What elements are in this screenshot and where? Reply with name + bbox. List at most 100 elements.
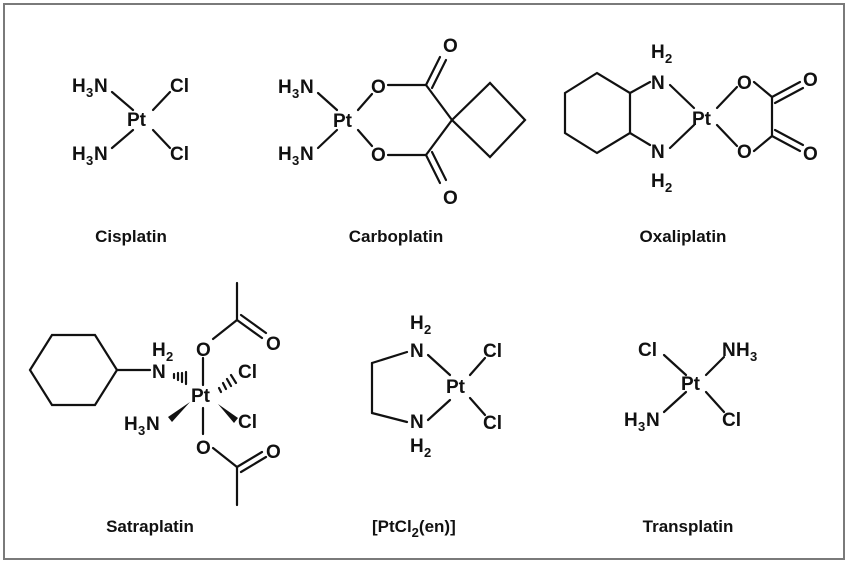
caption-ptcl2en-sub: 2 bbox=[412, 525, 419, 540]
atom-o: O bbox=[266, 442, 281, 463]
caption-ptcl2en-close: (en)] bbox=[419, 517, 456, 536]
bond bbox=[211, 446, 239, 469]
atom-sub: 3 bbox=[750, 349, 757, 364]
atom-sub: 2 bbox=[424, 322, 431, 337]
atom-sub: 3 bbox=[86, 153, 93, 168]
atom-h: H bbox=[278, 77, 292, 98]
atom-n: N bbox=[94, 76, 108, 97]
bond bbox=[752, 134, 774, 153]
bond bbox=[770, 80, 802, 99]
bond bbox=[773, 128, 805, 147]
bond bbox=[430, 150, 448, 182]
bond bbox=[704, 355, 726, 377]
atom-cl: Cl bbox=[238, 362, 257, 383]
cyclohexane-ring bbox=[563, 71, 632, 155]
atom-o: O bbox=[803, 144, 818, 165]
hash-bond bbox=[225, 377, 233, 388]
atom-n: N bbox=[94, 144, 108, 165]
atom-sub: 3 bbox=[86, 85, 93, 100]
atom-o: O bbox=[196, 340, 211, 361]
bond bbox=[239, 313, 268, 335]
bond bbox=[110, 90, 135, 112]
bond bbox=[370, 350, 409, 365]
atom-n: N bbox=[146, 414, 160, 435]
bond bbox=[356, 92, 374, 112]
atom-h: H bbox=[651, 42, 665, 63]
atom-n: N bbox=[300, 77, 314, 98]
atom-o: O bbox=[371, 145, 386, 166]
bond bbox=[468, 396, 487, 417]
wedge-bond bbox=[168, 402, 190, 422]
atom-pt: Pt bbox=[191, 386, 211, 407]
bond bbox=[316, 91, 339, 112]
bond bbox=[110, 128, 135, 150]
bond bbox=[770, 134, 802, 153]
bond bbox=[424, 153, 442, 185]
ptcl2en-structure: H 2 N N H 2 Pt Cl Cl bbox=[370, 313, 502, 460]
bond bbox=[356, 128, 374, 148]
bond bbox=[426, 353, 452, 377]
atom-h: H bbox=[736, 340, 750, 361]
atom-cl: Cl bbox=[170, 144, 189, 165]
cyclohexane-ring bbox=[28, 333, 119, 407]
atom-o: O bbox=[196, 438, 211, 459]
atom-h: H bbox=[410, 313, 424, 334]
atom-h: H bbox=[72, 76, 86, 97]
atom-n: N bbox=[410, 341, 424, 362]
atom-o: O bbox=[737, 142, 752, 163]
bond bbox=[628, 80, 652, 95]
atom-sub: 2 bbox=[665, 51, 672, 66]
bond bbox=[715, 123, 739, 148]
bond bbox=[668, 83, 696, 110]
hash-bond bbox=[229, 373, 238, 385]
hash-bond bbox=[221, 381, 228, 391]
bond bbox=[715, 85, 739, 110]
atom-cl: Cl bbox=[238, 412, 257, 433]
atom-sub: 2 bbox=[166, 349, 173, 364]
bond bbox=[424, 83, 454, 122]
bond bbox=[424, 118, 454, 157]
bond bbox=[704, 390, 726, 414]
bond bbox=[773, 86, 805, 105]
atom-o: O bbox=[443, 188, 458, 209]
atom-cl: Cl bbox=[483, 413, 502, 434]
atom-n: N bbox=[651, 73, 665, 94]
atom-cl: Cl bbox=[170, 76, 189, 97]
atom-h: H bbox=[651, 171, 665, 192]
satraplatin-structure: N H 2 Pt O O Cl Cl H 3 N O bbox=[28, 281, 281, 507]
atom-cl: Cl bbox=[722, 410, 741, 431]
atom-pt: Pt bbox=[127, 110, 147, 131]
atom-o: O bbox=[371, 77, 386, 98]
bond bbox=[211, 318, 239, 341]
atom-sub: 2 bbox=[665, 180, 672, 195]
caption-ptcl2en: [PtCl2(en)] bbox=[372, 517, 456, 540]
atom-sub: 2 bbox=[424, 445, 431, 460]
atom-o: O bbox=[443, 36, 458, 57]
atom-h: H bbox=[278, 144, 292, 165]
atom-sub: 3 bbox=[638, 419, 645, 434]
bond bbox=[468, 356, 487, 377]
hash-bond bbox=[217, 386, 223, 394]
atom-sub: 3 bbox=[292, 153, 299, 168]
bond bbox=[424, 55, 442, 87]
figure-frame bbox=[3, 3, 845, 560]
carboplatin-structure: H 3 N H 3 N Pt O O O O bbox=[278, 36, 527, 209]
oxaliplatin-structure: N H 2 N H 2 Pt O O O O bbox=[563, 42, 818, 195]
atom-o: O bbox=[266, 334, 281, 355]
atom-cl: Cl bbox=[638, 340, 657, 361]
atom-pt: Pt bbox=[333, 111, 353, 132]
caption-ptcl2en-open: [PtCl bbox=[372, 517, 412, 536]
bond bbox=[430, 58, 448, 90]
atom-pt: Pt bbox=[446, 377, 466, 398]
atom-n: N bbox=[646, 410, 660, 431]
caption-cisplatin: Cisplatin bbox=[95, 227, 167, 246]
atom-n: N bbox=[410, 412, 424, 433]
transplatin-structure: Cl N H 3 Pt H 3 N Cl bbox=[624, 340, 757, 434]
atom-o: O bbox=[737, 73, 752, 94]
atom-n: N bbox=[722, 340, 736, 361]
atom-cl: Cl bbox=[483, 341, 502, 362]
caption-transplatin: Transplatin bbox=[643, 517, 734, 536]
atom-pt: Pt bbox=[681, 374, 701, 395]
cisplatin-structure: Pt H 3 N H 3 N Cl Cl bbox=[72, 76, 189, 168]
